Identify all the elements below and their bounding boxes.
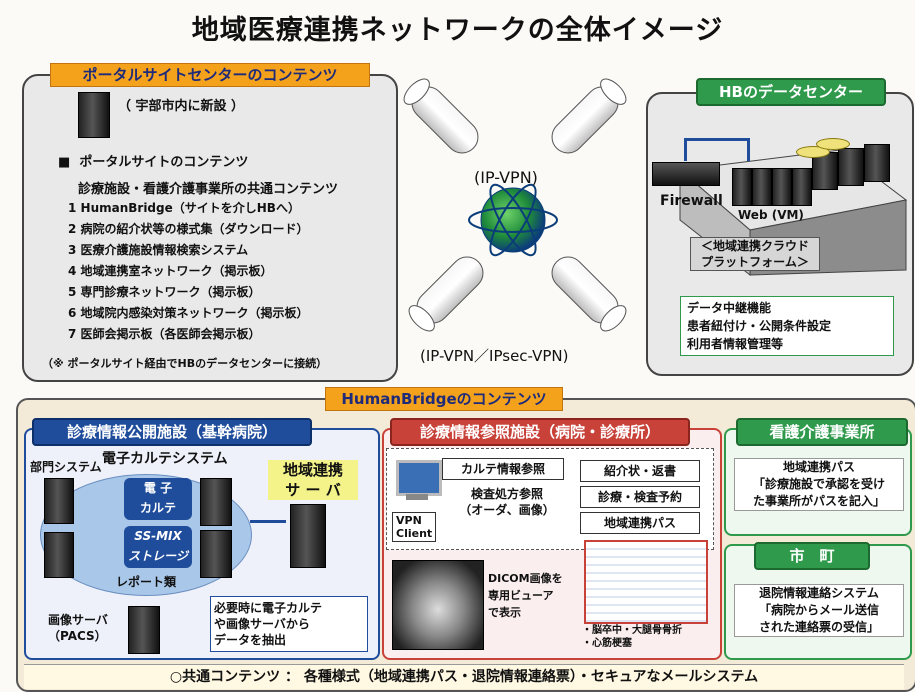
storage-server-icon <box>864 144 890 182</box>
disease-notes-text: ・脳卒中・大腿骨骨折 ・心筋梗塞 <box>582 625 682 649</box>
firewall-label: Firewall <box>660 193 723 209</box>
city-desc: 退院情報連絡システム 「病院からメール送信 された連絡票の受信」 <box>734 584 904 637</box>
exam-ref-text: 検査処方参照 （オーダ、画像） <box>459 487 555 517</box>
pacs-label: 画像サーバ （PACS） <box>48 612 108 644</box>
booking-item[interactable]: 診療・検査予約 <box>580 486 700 508</box>
storage-server-icon <box>838 148 864 186</box>
ssmix-text: SS-MIX ストレージ <box>128 529 188 563</box>
dept-system-label: 部門システム <box>30 460 102 474</box>
dept-server-icon <box>44 532 74 578</box>
emr-system-label: 電子カルテシステム <box>102 451 228 467</box>
cylinder-top-right <box>551 78 627 154</box>
reports-label: レポート類 <box>116 575 177 589</box>
ip-vpn-bottom-label: (IP-VPN／IPsec-VPN) <box>420 347 569 365</box>
globe-icon <box>468 183 558 257</box>
portal-item[interactable]: 5 専門診療ネットワーク（掲示板） <box>68 285 261 299</box>
emr-box: 電 子 カルテ <box>124 478 192 520</box>
city-tag: 市 町 <box>754 542 870 570</box>
vpn-network-diagram <box>403 78 627 332</box>
karte-ref-item[interactable]: カルテ情報参照 <box>442 458 564 480</box>
dicom-note: DICOM画像を 専用ビューア で表示 <box>488 570 574 621</box>
web-vm-label: Web (VM) <box>738 208 804 222</box>
portal-item[interactable]: 7 医師会掲示板（各医師会掲示板） <box>68 327 261 341</box>
vpn-client-text: VPN Client <box>396 514 433 540</box>
common-contents-bar: ○共通コンテンツ ： 各種様式（地域連携パス・退院情報連絡票）・セキュアなメール… <box>24 664 904 689</box>
dept-server-icon <box>44 478 74 524</box>
flow-arrow-icon <box>250 520 286 523</box>
emr-server-icon <box>200 530 232 578</box>
care-office-desc: 地域連携パス 「診療施設で承認を受け た事業所がパスを記入」 <box>734 458 904 511</box>
portal-tag: ポータルサイトセンターのコンテンツ <box>50 63 370 87</box>
disk-stack-icon <box>816 138 850 150</box>
extract-note: 必要時に電子カルテ や画像サーバから データを抽出 <box>210 596 368 652</box>
portal-section-title: ■ ポータルサイトのコンテンツ <box>58 155 249 170</box>
emr-server-icon <box>200 478 232 526</box>
portal-new-note: （ 宇部市内に新設 ） <box>118 99 245 114</box>
data-relay-text: データ中継機能 患者紐付け・公開条件設定 利用者情報管理等 <box>687 301 832 351</box>
xray-image <box>392 560 484 650</box>
city-text: 退院情報連絡システム 「病院からメール送信 された連絡票の受信」 <box>758 586 879 634</box>
core-hospital-tag: 診療情報公開施設（基幹病院） <box>32 418 312 446</box>
hb-server-icon <box>290 504 326 568</box>
hb-tag: HumanBridgeのコンテンツ <box>325 387 563 411</box>
page-title: 地域医療連携ネットワークの全体イメージ <box>191 15 724 46</box>
portal-item-list: 1 HumanBridge（サイトを介しHBへ） 2 病院の紹介状等の様式集（ダ… <box>68 200 309 347</box>
portal-server-icon <box>78 92 110 138</box>
firewall-device-icon <box>652 162 720 186</box>
ssmix-box: SS-MIX ストレージ <box>124 526 192 568</box>
vpn-client-label: VPN Client <box>392 512 437 542</box>
disk-stack-icon <box>796 146 830 158</box>
portal-footer: （※ ポータルサイト経由でHBのデータセンターに接続） <box>42 357 328 370</box>
referral-item[interactable]: 紹介状・返書 <box>580 460 700 482</box>
monitor-stand-icon <box>406 494 428 500</box>
portal-item[interactable]: 3 医療介護施設情報検索システム <box>68 243 249 257</box>
portal-section-title-text: ポータルサイトのコンテンツ <box>79 155 249 170</box>
web-server-icon <box>732 168 752 206</box>
pacs-text: 画像サーバ （PACS） <box>48 613 108 643</box>
extract-text: 必要時に電子カルテ や画像サーバから データを抽出 <box>214 601 323 647</box>
data-relay-box: データ中継機能 患者紐付け・公開条件設定 利用者情報管理等 <box>680 296 894 356</box>
portal-item[interactable]: 2 病院の紹介状等の様式集（ダウンロード） <box>68 222 309 236</box>
web-server-icon <box>792 168 812 206</box>
disease-notes: ・脳卒中・大腿骨骨折 ・心筋梗塞 <box>582 624 682 650</box>
portal-subtitle: 診療施設・看護介護事業所の共通コンテンツ <box>78 182 339 197</box>
ref-facility-tag: 診療情報参照施設（病院・診療所） <box>390 418 690 446</box>
monitor-icon <box>396 460 442 496</box>
dicom-text: DICOM画像を 専用ビューア で表示 <box>488 572 563 619</box>
cloud-platform-label: ＜地域連携クラウド プラットフォーム＞ <box>690 237 820 271</box>
ip-vpn-top-label: (IP-VPN) <box>474 168 538 187</box>
web-server-icon <box>752 168 772 206</box>
portal-item[interactable]: 6 地域院内感染対策ネットワーク（掲示板） <box>68 306 309 320</box>
care-office-text: 地域連携パス 「診療施設で承認を受け た事業所がパスを記入」 <box>752 460 885 508</box>
cylinder-bottom-right <box>551 256 627 332</box>
cloud-platform-text: ＜地域連携クラウド プラットフォーム＞ <box>700 239 809 269</box>
pacs-server-icon <box>128 606 160 654</box>
emr-text: 電 子 カルテ <box>139 481 176 515</box>
hb-server-text: 地域連携 サ ー バ <box>282 461 343 499</box>
datacenter-tag: HBのデータセンター <box>696 78 886 106</box>
hb-server-label: 地域連携 サ ー バ <box>268 460 358 500</box>
cylinder-bottom-left <box>408 256 484 332</box>
portal-item[interactable]: 1 HumanBridge（サイトを介しHBへ） <box>68 201 300 215</box>
cylinder-top-left <box>403 78 479 154</box>
portal-item[interactable]: 4 地域連携室ネットワーク（掲示板） <box>68 264 273 278</box>
path-item[interactable]: 地域連携パス <box>580 512 700 534</box>
exam-ref-item[interactable]: 検査処方参照 （オーダ、画像） <box>448 486 566 518</box>
firewall-arrow-icon <box>684 138 750 161</box>
web-server-icon <box>772 168 792 206</box>
care-office-tag: 看護介護事業所 <box>736 418 908 446</box>
path-screen-image <box>584 540 708 624</box>
